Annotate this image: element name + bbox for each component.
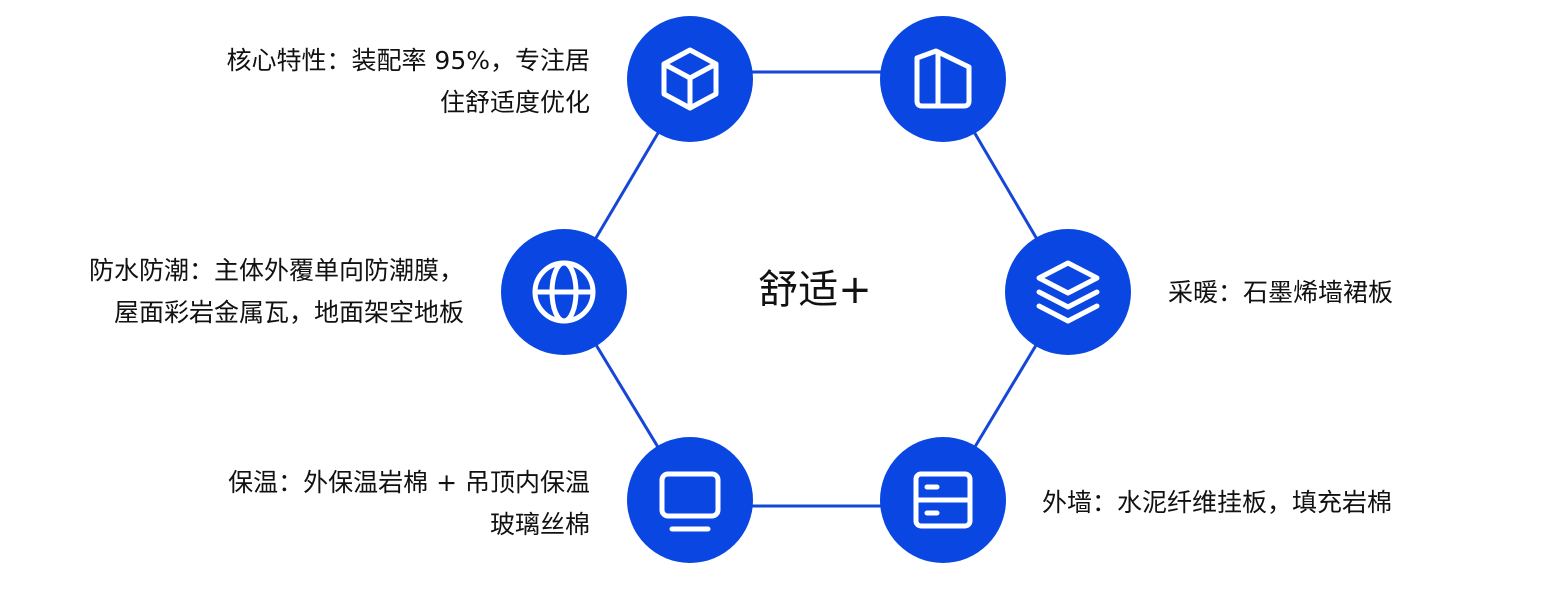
building-icon xyxy=(914,48,972,109)
label-waterproof: 防水防潮：主体外覆单向防潮膜， 屋面彩岩金属瓦，地面架空地板 xyxy=(89,250,464,334)
label-exterior-wall-line-1: 外墙：水泥纤维挂板，填充岩棉 xyxy=(1042,488,1393,517)
monitor-icon xyxy=(659,471,721,532)
label-insulation: 保温：外保温岩棉 + 吊顶内保温 玻璃丝棉 xyxy=(228,462,590,546)
cube-icon xyxy=(661,47,719,111)
label-waterproof-line-1: 防水防潮：主体外覆单向防潮膜， xyxy=(88,256,464,285)
label-insulation-line-2: 玻璃丝棉 xyxy=(489,510,590,539)
server-icon xyxy=(913,471,973,529)
label-core-features: 核心特性：装配率 95%，专注居 住舒适度优化 xyxy=(226,40,590,124)
label-heating: 采暖：石墨烯墙裙板 xyxy=(1168,272,1393,314)
label-heating-line-1: 采暖：石墨烯墙裙板 xyxy=(1168,278,1394,307)
label-exterior-wall: 外墙：水泥纤维挂板，填充岩棉 xyxy=(1042,482,1392,524)
layers-icon xyxy=(1036,260,1100,324)
label-waterproof-line-2: 屋面彩岩金属瓦，地面架空地板 xyxy=(113,298,464,327)
label-core-features-line-2: 住舒适度优化 xyxy=(439,88,590,117)
node-right xyxy=(1005,229,1131,355)
label-insulation-line-1: 保温：外保温岩棉 + 吊顶内保温 xyxy=(228,468,590,497)
label-core-features-line-1: 核心特性：装配率 95%，专注居 xyxy=(226,46,590,75)
node-bottom-right xyxy=(880,437,1006,563)
node-left xyxy=(501,229,627,355)
node-top-right xyxy=(880,16,1006,142)
node-bottom-left xyxy=(627,437,753,563)
center-title: 舒适+ xyxy=(758,267,872,313)
node-top-left xyxy=(627,16,753,142)
globe-icon xyxy=(532,260,596,324)
